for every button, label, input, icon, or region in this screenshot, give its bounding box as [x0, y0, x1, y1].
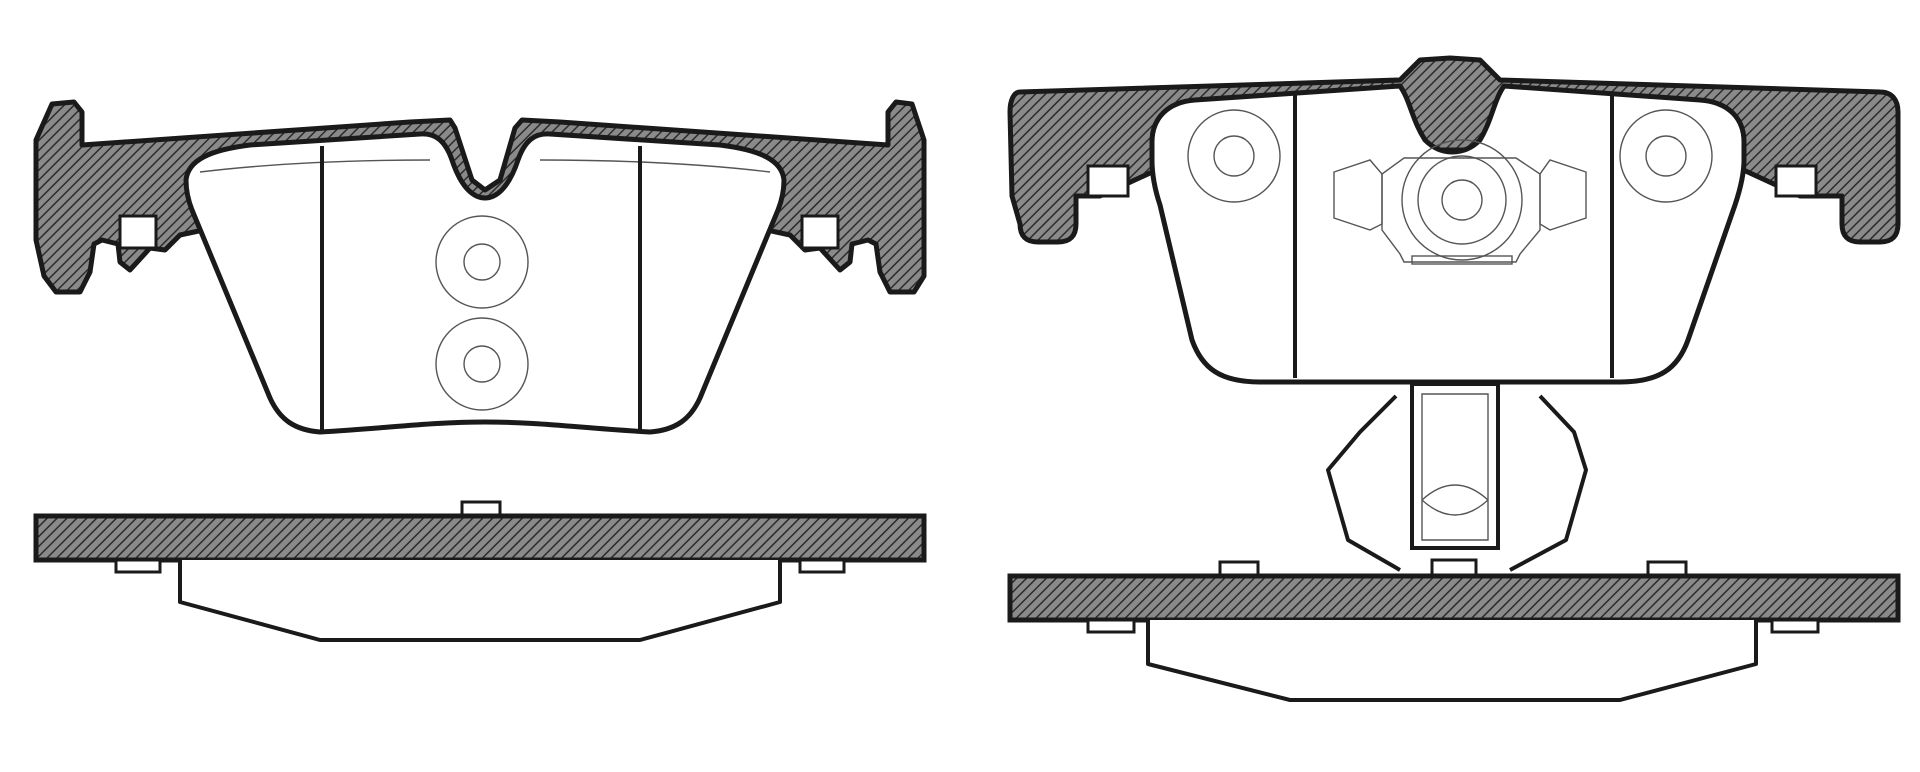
- left-tab-marker-a: [118, 214, 158, 250]
- left-pad-front-view: [33, 99, 927, 435]
- right-retaining-clip: [1326, 382, 1588, 578]
- left-friction-material: [183, 131, 787, 435]
- left-chamfer-line-b: [539, 159, 771, 173]
- right-rivet-right: [1619, 109, 1713, 203]
- left-chamfer-line-a: [199, 159, 431, 173]
- right-rivet-left: [1187, 109, 1281, 203]
- left-rivet-lower: [435, 317, 529, 411]
- right-side-foot-b: [1770, 618, 1820, 634]
- left-tab-marker-b: [800, 214, 840, 250]
- right-side-friction-material: [1146, 620, 1758, 702]
- right-tab-marker-b: [1774, 164, 1818, 198]
- left-side-friction-material: [178, 560, 782, 642]
- right-side-foot-a: [1086, 618, 1136, 634]
- left-side-foot-a: [114, 558, 162, 574]
- right-pad-side-view: [1007, 382, 1901, 702]
- right-friction-material: [1149, 83, 1747, 385]
- right-side-backing-plate: [1007, 573, 1901, 623]
- left-rivet-upper: [435, 215, 529, 309]
- left-pad-side-view: [33, 500, 927, 642]
- left-side-foot-b: [798, 558, 846, 574]
- left-side-backing-plate: [33, 513, 927, 563]
- right-center-spring-mount: [1333, 139, 1587, 265]
- right-pad-front-view: [1007, 55, 1901, 385]
- right-tab-marker-a: [1086, 164, 1130, 198]
